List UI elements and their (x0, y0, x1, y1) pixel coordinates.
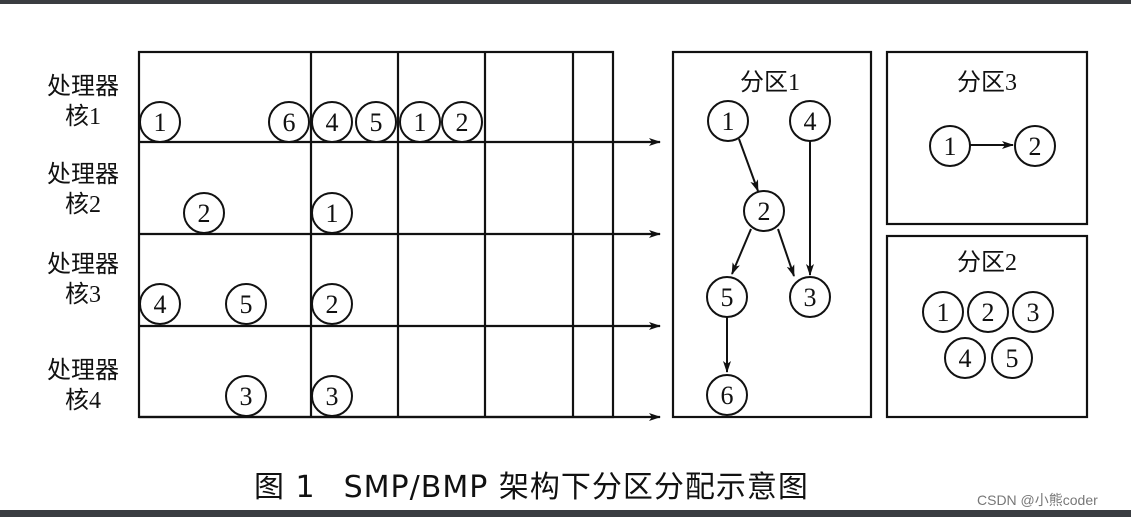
partition2-node: 3 (1012, 291, 1054, 333)
task-node-core1: 6 (268, 101, 310, 143)
task-node-core3: 4 (139, 283, 181, 325)
partition2-node: 5 (991, 337, 1033, 379)
partition1-node: 1 (707, 100, 749, 142)
svg-text:2: 2 (1029, 132, 1042, 161)
svg-text:6: 6 (721, 381, 734, 410)
partition1-node: 6 (706, 374, 748, 416)
core-label-line2: 核3 (65, 282, 101, 308)
svg-text:5: 5 (370, 108, 383, 137)
figure-title: SMP/BMP 架构下分区分配示意图 (343, 470, 809, 505)
partition2-title: 分区2 (957, 250, 1017, 276)
task-node-core4: 3 (225, 375, 267, 417)
core-label-1: 处理器核1 (33, 72, 133, 132)
task-node-core1: 4 (311, 101, 353, 143)
svg-text:3: 3 (240, 382, 253, 411)
svg-text:1: 1 (414, 108, 427, 137)
task-node-core2: 2 (183, 192, 225, 234)
watermark: CSDN @小熊coder (977, 492, 1098, 508)
figure-number: 图 1 (254, 470, 316, 505)
partition1-node: 2 (743, 190, 785, 232)
svg-text:5: 5 (1006, 344, 1019, 373)
svg-text:5: 5 (240, 290, 253, 319)
core-label-line2: 核1 (65, 104, 101, 130)
svg-text:2: 2 (982, 298, 995, 327)
svg-text:4: 4 (959, 344, 972, 373)
core-label-line1: 处理器 (47, 252, 119, 278)
svg-text:5: 5 (721, 283, 734, 312)
svg-text:1: 1 (154, 108, 167, 137)
partition3-node: 1 (929, 125, 971, 167)
svg-text:2: 2 (198, 199, 211, 228)
core-label-line1: 处理器 (47, 74, 119, 100)
svg-text:1: 1 (722, 107, 735, 136)
partition1-title: 分区1 (740, 70, 800, 96)
partition2-node: 4 (944, 337, 986, 379)
core-label-2: 处理器核2 (33, 160, 133, 220)
partition3-node: 2 (1014, 125, 1056, 167)
svg-text:3: 3 (1027, 298, 1040, 327)
task-node-core1: 1 (139, 101, 181, 143)
bottom-bar (0, 510, 1131, 517)
task-node-core2: 1 (311, 192, 353, 234)
task-node-core1: 5 (355, 101, 397, 143)
svg-text:2: 2 (456, 108, 469, 137)
svg-text:2: 2 (758, 197, 771, 226)
task-node-core1: 2 (441, 101, 483, 143)
core-label-line1: 处理器 (47, 358, 119, 384)
partition3-title: 分区3 (957, 70, 1017, 96)
svg-text:1: 1 (326, 199, 339, 228)
timeline-grid (137, 50, 661, 421)
partition-boxes (671, 50, 1089, 419)
partition1-node: 3 (789, 276, 831, 318)
svg-text:1: 1 (937, 298, 950, 327)
core-label-line2: 核2 (65, 192, 101, 218)
svg-text:3: 3 (326, 382, 339, 411)
svg-text:4: 4 (154, 290, 167, 319)
task-node-core3: 5 (225, 283, 267, 325)
task-node-core4: 3 (311, 375, 353, 417)
task-node-core3: 2 (311, 283, 353, 325)
partition2-node: 1 (922, 291, 964, 333)
svg-text:2: 2 (326, 290, 339, 319)
svg-text:4: 4 (326, 108, 339, 137)
partition1-node: 4 (789, 100, 831, 142)
partition2-node: 2 (967, 291, 1009, 333)
top-bar (0, 0, 1131, 4)
svg-text:6: 6 (283, 108, 296, 137)
core-label-line2: 核4 (65, 388, 101, 414)
task-node-core1: 1 (399, 101, 441, 143)
svg-text:1: 1 (944, 132, 957, 161)
svg-text:4: 4 (804, 107, 817, 136)
partition1-node: 5 (706, 276, 748, 318)
core-label-4: 处理器核4 (33, 356, 133, 416)
partition1-edges (723, 138, 1014, 373)
core-label-3: 处理器核3 (33, 250, 133, 310)
figure-caption: 图 1 SMP/BMP 架构下分区分配示意图 (254, 462, 837, 506)
core-label-line1: 处理器 (47, 162, 119, 188)
svg-text:3: 3 (804, 283, 817, 312)
